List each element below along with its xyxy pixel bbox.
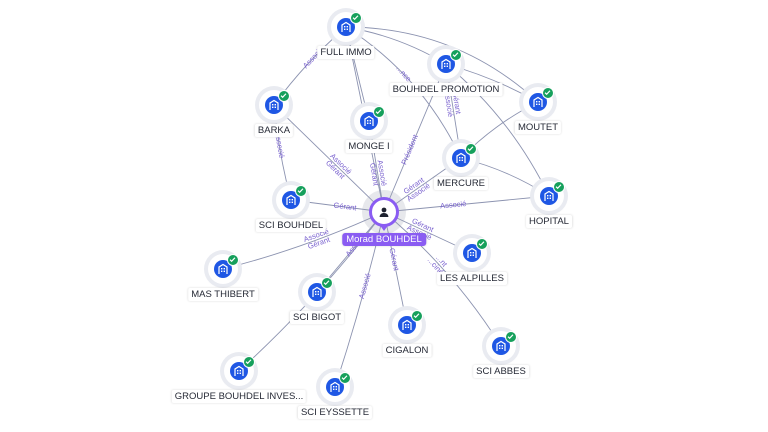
building-icon xyxy=(282,191,300,209)
person-label[interactable]: Morad BOUHDEL xyxy=(342,233,426,246)
edge-label: Gérant xyxy=(451,91,464,116)
check-badge-icon xyxy=(476,238,488,250)
building-icon xyxy=(337,18,355,36)
building-icon xyxy=(492,337,510,355)
check-badge-icon xyxy=(373,106,385,118)
company-label[interactable]: MONGE I xyxy=(345,140,393,153)
company-label[interactable]: SCI BOUHDEL xyxy=(255,219,327,232)
check-badge-icon xyxy=(339,372,351,384)
edge-bouhdel_promotion-hopital xyxy=(445,63,550,197)
company-label[interactable]: GROUPE BOUHDEL INVES... xyxy=(171,390,307,403)
check-badge-icon xyxy=(505,331,517,343)
building-icon xyxy=(463,244,481,262)
company-label[interactable]: CIGALON xyxy=(382,344,432,357)
company-label[interactable]: SCI BIGOT xyxy=(289,311,345,324)
check-badge-icon xyxy=(450,49,462,61)
building-icon xyxy=(452,149,470,167)
building-icon xyxy=(308,283,326,301)
edge-full_immo-moutet xyxy=(345,26,539,103)
company-label[interactable]: LES ALPILLES xyxy=(437,272,507,285)
check-badge-icon xyxy=(243,356,255,368)
check-badge-icon xyxy=(295,185,307,197)
check-badge-icon xyxy=(542,87,554,99)
company-label[interactable]: HOPITAL xyxy=(526,215,572,228)
building-icon xyxy=(360,112,378,130)
edge-label: Associé xyxy=(440,199,467,210)
edge-label: Associé xyxy=(376,159,389,186)
edge-label: Associé xyxy=(442,90,455,117)
edge-morad-hopital xyxy=(383,195,550,213)
check-badge-icon xyxy=(411,310,423,322)
check-badge-icon xyxy=(553,181,565,193)
building-icon xyxy=(326,378,344,396)
edge-label: Associé xyxy=(357,272,373,300)
building-icon xyxy=(265,96,283,114)
edge-morad-mas_thibert xyxy=(222,211,385,270)
company-label[interactable]: FULL IMMO xyxy=(317,46,375,59)
building-icon xyxy=(230,362,248,380)
edge-label: Gérant xyxy=(387,247,401,272)
check-badge-icon xyxy=(321,277,333,289)
pin-tail xyxy=(379,224,389,231)
company-label[interactable]: SCI ABBES xyxy=(473,365,529,378)
building-icon xyxy=(437,55,455,73)
building-icon xyxy=(540,187,558,205)
edge-morad-bouhdel_promotion xyxy=(383,63,447,213)
building-icon xyxy=(214,260,232,278)
company-label[interactable]: BOUHDEL PROMOTION xyxy=(389,83,503,96)
company-label[interactable]: BARKA xyxy=(254,124,294,137)
edge-label: Président xyxy=(399,132,420,166)
building-icon xyxy=(529,93,547,111)
check-badge-icon xyxy=(227,254,239,266)
check-badge-icon xyxy=(278,90,290,102)
company-label[interactable]: MOUTET xyxy=(514,121,562,134)
company-label[interactable]: SCI EYSSETTE xyxy=(297,406,373,419)
edge-label: Gérant xyxy=(368,162,381,187)
company-label[interactable]: MERCURE xyxy=(433,177,489,190)
check-badge-icon xyxy=(465,143,477,155)
check-badge-icon xyxy=(350,12,362,24)
edge-label: Gérant xyxy=(333,201,358,213)
company-label[interactable]: MAS THIBERT xyxy=(188,288,258,301)
edge-label: ...nce xyxy=(394,64,413,84)
building-icon xyxy=(398,316,416,334)
edge-morad-barka xyxy=(273,104,385,213)
person-icon[interactable] xyxy=(369,197,399,227)
